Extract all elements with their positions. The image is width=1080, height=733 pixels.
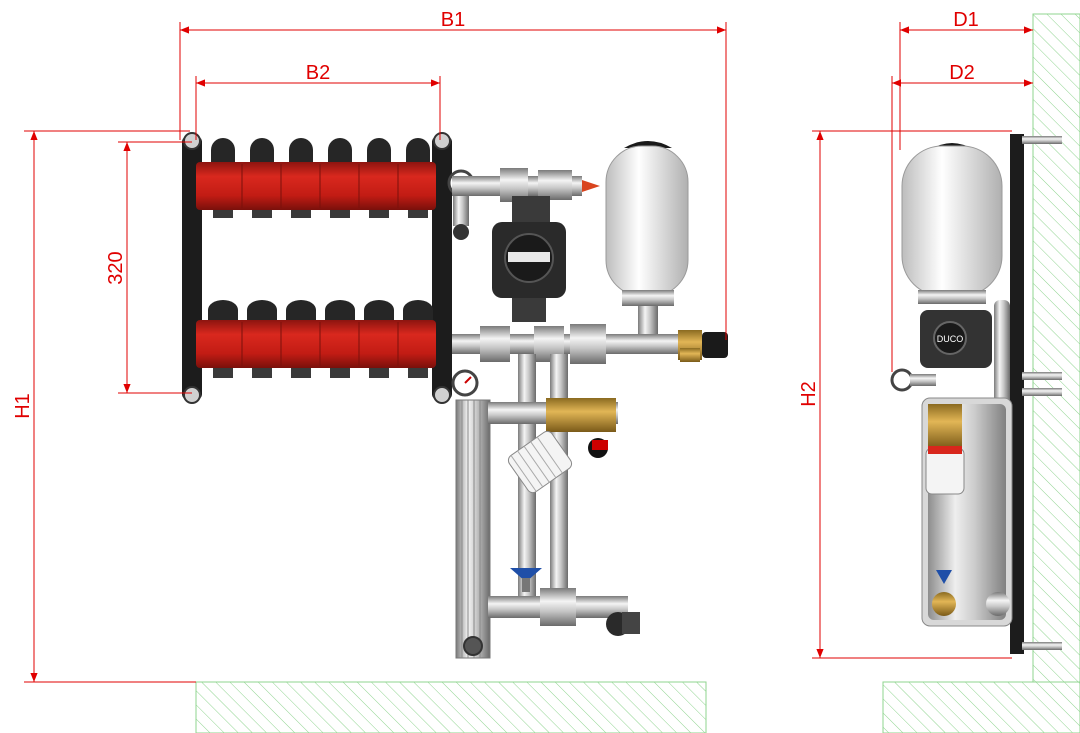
dimension-labels: B1 B2 320 H1 H2 D1 D2 [12, 9, 979, 419]
dim-label-d2: D2 [949, 62, 975, 84]
manifold-upper [196, 138, 436, 218]
circulation-pump [492, 196, 566, 322]
drain-cap [606, 612, 640, 636]
wall-hatch-side [1032, 13, 1080, 683]
manifold-bracket-right [432, 136, 452, 400]
dim-label-320: 320 [105, 251, 127, 284]
floor-hatch-front [195, 681, 707, 733]
gauge-side [890, 368, 936, 392]
floor-hatch-side [882, 681, 1080, 733]
thermometer-lower [451, 369, 479, 397]
dim-label-b2: B2 [306, 62, 330, 84]
ball-valve-handle [510, 568, 542, 592]
front-view [182, 132, 728, 659]
expansion-vessel-side [901, 143, 1003, 304]
side-view: DUCO [890, 134, 1062, 654]
dimension-lines [24, 22, 1033, 683]
mixing-valve-side [925, 404, 965, 495]
ball-valve-side [932, 570, 1010, 616]
tank-label: DUCO [937, 334, 964, 344]
pump-side: DUCO [920, 310, 992, 368]
wall-bracket-side [1010, 134, 1024, 654]
safety-valve [678, 330, 728, 362]
plate-heat-exchanger [455, 399, 491, 659]
expansion-vessel [605, 141, 689, 336]
dim-label-h2: H2 [798, 381, 820, 407]
dim-label-h1: H1 [12, 393, 34, 419]
dim-label-b1: B1 [441, 9, 465, 31]
thermostatic-head [507, 430, 573, 494]
dim-label-d1: D1 [953, 9, 979, 31]
wall-anchors [1022, 136, 1062, 650]
manifold-lower [196, 300, 436, 378]
mixing-valve [546, 398, 616, 458]
